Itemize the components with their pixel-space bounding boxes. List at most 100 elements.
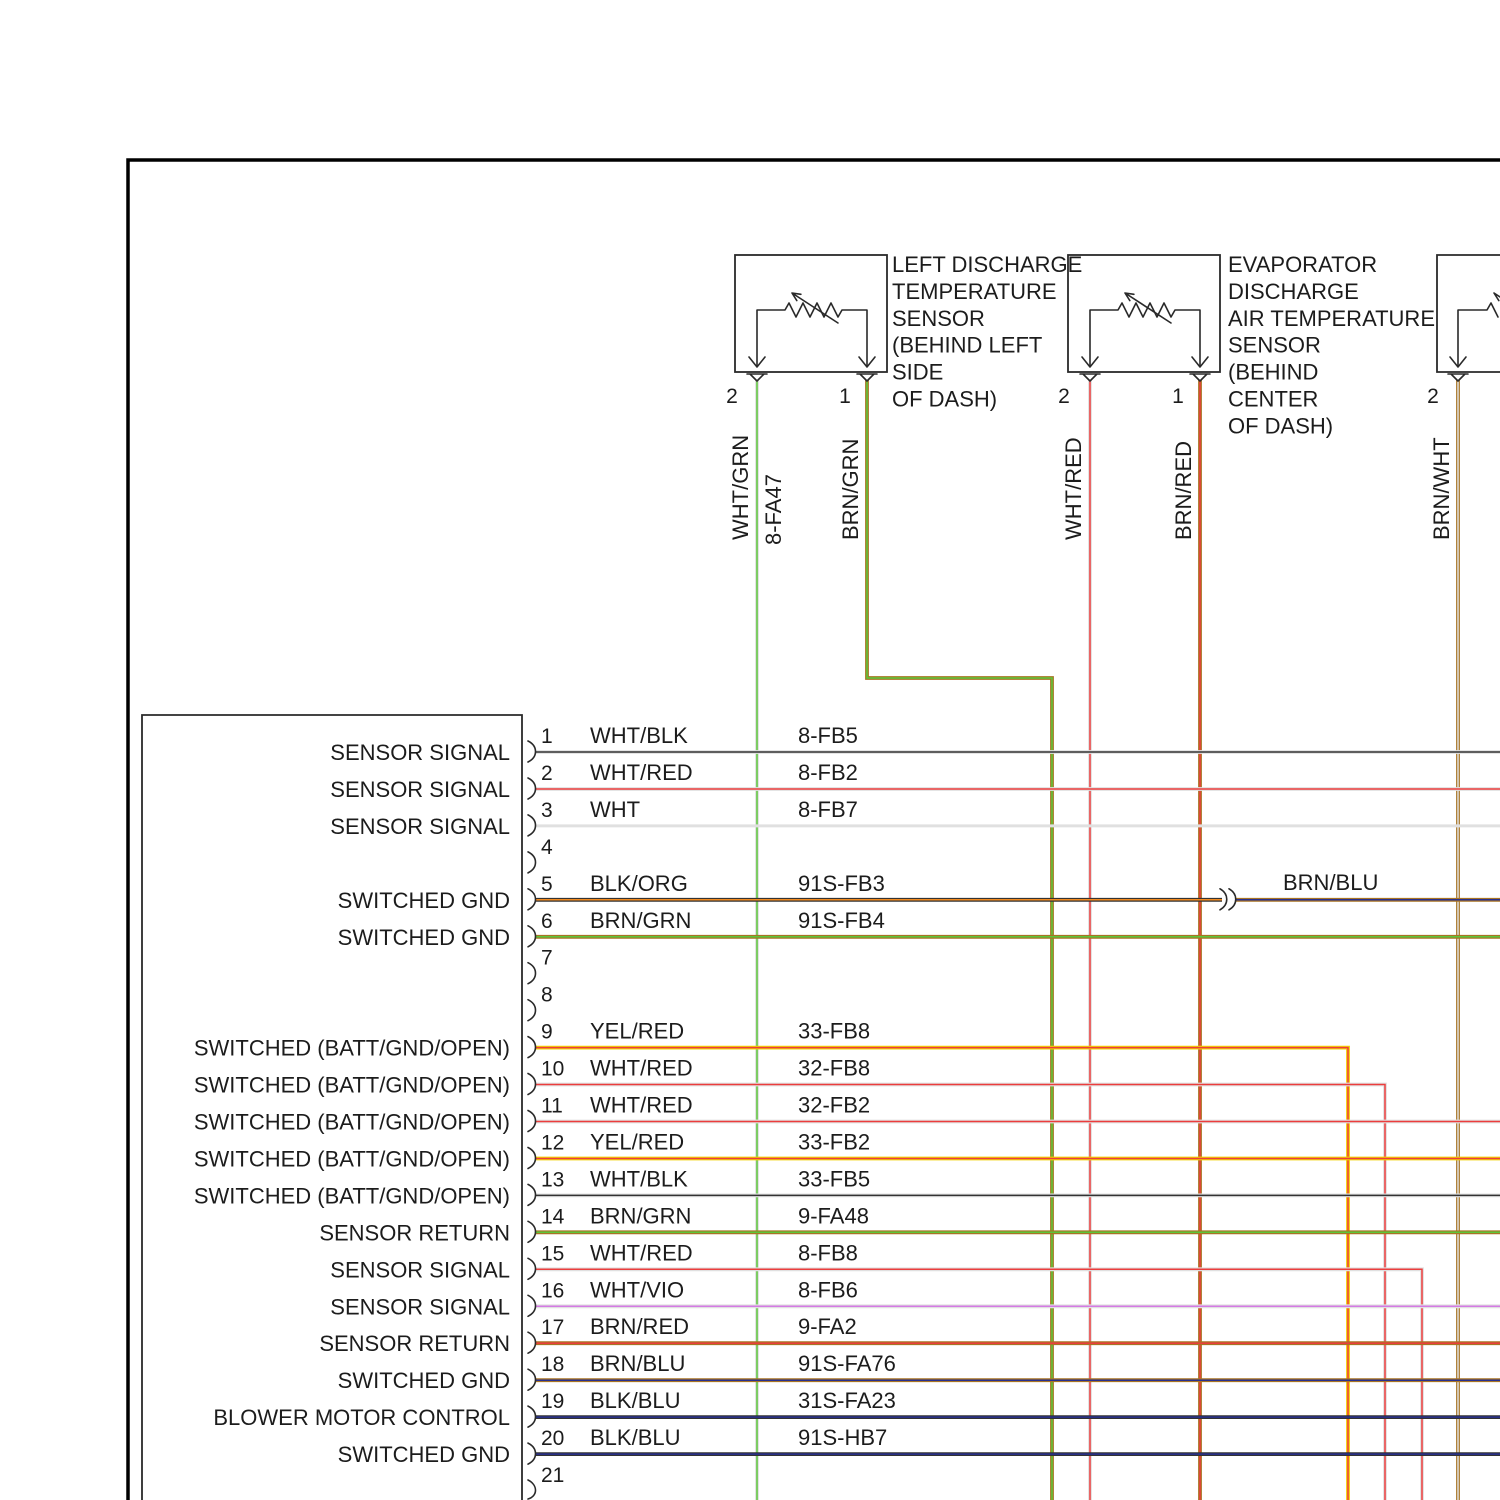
module-wire-code: WHT/VIO	[590, 1277, 684, 1302]
module-pin: 6BRN/GRN91S-FB4SWITCHED GND	[338, 908, 885, 950]
module-pin: 21	[528, 1464, 564, 1499]
sensor-name-line: (BEHIND LEFT	[892, 333, 1042, 358]
module-pin-number: 1	[541, 725, 553, 748]
module-wire-code: BLK/BLU	[590, 1425, 681, 1450]
connector-cavity	[528, 926, 536, 947]
module-wire-code: BRN/RED	[590, 1314, 689, 1339]
module-wire-circuit: 8-FB8	[798, 1240, 858, 1265]
sensor-name-line: CENTER	[1228, 387, 1318, 412]
module-pin-number: 8	[541, 984, 553, 1007]
sensor-name-line: TEMPERATURE	[892, 279, 1057, 304]
module-wire-code: YEL/RED	[590, 1130, 684, 1155]
connector-cavity	[528, 1221, 536, 1242]
sensor-name-line: EVAPORATOR	[1228, 252, 1377, 277]
sensor-name-line: DISCHARGE	[1228, 279, 1359, 304]
sensor-name-line: SENSOR	[892, 306, 985, 331]
connector-cavity	[528, 1148, 536, 1169]
module-pin-number: 3	[541, 799, 553, 822]
module-wire-code: BRN/GRN	[590, 908, 691, 933]
module-wire-code: WHT/RED	[590, 1056, 693, 1081]
module-pin-number: 15	[541, 1242, 564, 1265]
module-pin-number: 16	[541, 1279, 564, 1302]
thermistor-icon	[1458, 303, 1498, 366]
connector-cavity	[528, 1037, 536, 1058]
module-wire-circuit: 8-FB5	[798, 723, 858, 748]
sensor-pin-number: 2	[1427, 385, 1439, 408]
module-pin-function: SENSOR RETURN	[319, 1331, 510, 1356]
thermistor-icon	[757, 303, 867, 366]
sensor-wire-code: WHT/RED	[1061, 437, 1086, 540]
module-pin: 1WHT/BLK8-FB5SENSOR SIGNAL	[330, 723, 858, 765]
connector-cavity	[528, 1443, 536, 1464]
connector-terminal-icon	[747, 374, 767, 381]
connector-terminal-icon	[857, 374, 877, 381]
module-pin: 5BLK/ORG91S-FB3SWITCHED GNDBRN/BLU	[338, 870, 1379, 913]
sensor-name-line: AIR TEMPERATURE	[1228, 306, 1435, 331]
module-wire-circuit: 91S-FA76	[798, 1351, 896, 1376]
module-pin-number: 2	[541, 762, 553, 785]
module-pin-number: 20	[541, 1427, 564, 1450]
module-pin-function: SENSOR SIGNAL	[330, 777, 510, 802]
connector-cavity	[528, 1480, 536, 1499]
module-pin-number: 12	[541, 1132, 564, 1155]
connector-terminal-icon	[1448, 374, 1468, 381]
thermistor-arrow-icon	[1494, 293, 1500, 301]
module-pin-number: 6	[541, 910, 553, 933]
sensor-wire-circuit: 8-FA47	[761, 474, 786, 545]
module-wire-code: YEL/RED	[590, 1019, 684, 1044]
module-wire-circuit: 31S-FA23	[798, 1388, 896, 1413]
module-pin-number: 13	[541, 1168, 564, 1191]
module-pin-function: SWITCHED GND	[338, 1442, 510, 1467]
module-wire-circuit: 91S-HB7	[798, 1425, 887, 1450]
connector-cavity	[528, 1406, 536, 1427]
wire-base-color	[867, 380, 1052, 1500]
module-wire-circuit: 8-FB7	[798, 797, 858, 822]
module-wire-circuit: 33-FB8	[798, 1019, 870, 1044]
module-pin-function: SENSOR SIGNAL	[330, 1257, 510, 1282]
connector-cavity	[528, 1000, 536, 1021]
module-pin: 2 WHT/RED 8-FB2SENSOR SIGNAL	[330, 760, 858, 802]
connector-cavity	[528, 1332, 536, 1353]
module-wire-code: WHT/RED	[590, 1240, 693, 1265]
thermistor-arrow-icon	[792, 293, 838, 323]
module-pin: 19BLK/BLU31S-FA23BLOWER MOTOR CONTROL	[213, 1388, 895, 1430]
sensor-pin-number: 1	[1172, 385, 1184, 408]
connector-cavity	[528, 1295, 536, 1316]
module-wire-circuit: 91S-FB4	[798, 908, 885, 933]
module-pin-number: 11	[541, 1095, 563, 1118]
module-pin-function: SWITCHED (BATT/GND/OPEN)	[194, 1147, 510, 1172]
module-wire-code: WHT/RED	[590, 760, 693, 785]
connector-terminal-icon	[1080, 374, 1100, 381]
sensor-box	[1437, 255, 1500, 372]
connector-cavity	[528, 1369, 536, 1390]
module-wire-circuit: 9-FA48	[798, 1203, 869, 1228]
sensor-pin-number: 2	[726, 385, 738, 408]
inline-connector-icon	[1220, 889, 1236, 910]
module-pin-function: BLOWER MOTOR CONTROL	[213, 1405, 510, 1430]
module-wire-circuit: 8-FB2	[798, 760, 858, 785]
thermistor-arrow-icon	[1125, 293, 1171, 323]
connector-terminal-icon	[1190, 374, 1210, 381]
sensor-name-line: SENSOR	[1228, 333, 1321, 358]
module-wire-circuit: 91S-FB3	[798, 871, 885, 896]
module-pin-number: 18	[541, 1353, 564, 1376]
connector-cavity	[528, 1111, 536, 1132]
module-wire-code: WHT	[590, 797, 640, 822]
module-pin-number: 19	[541, 1390, 564, 1413]
module-pin-number: 14	[541, 1205, 565, 1228]
sensor-wire	[867, 380, 1052, 1500]
sensor-name-line: (BEHIND	[1228, 360, 1318, 385]
module-pin: 16WHT/VIO8-FB6SENSOR SIGNAL	[330, 1277, 858, 1319]
connector-cavity	[528, 778, 536, 799]
module-wire-code: BLK/ORG	[590, 871, 688, 896]
module-pin: 9YEL/RED33-FB8SWITCHED (BATT/GND/OPEN)	[194, 1019, 870, 1061]
